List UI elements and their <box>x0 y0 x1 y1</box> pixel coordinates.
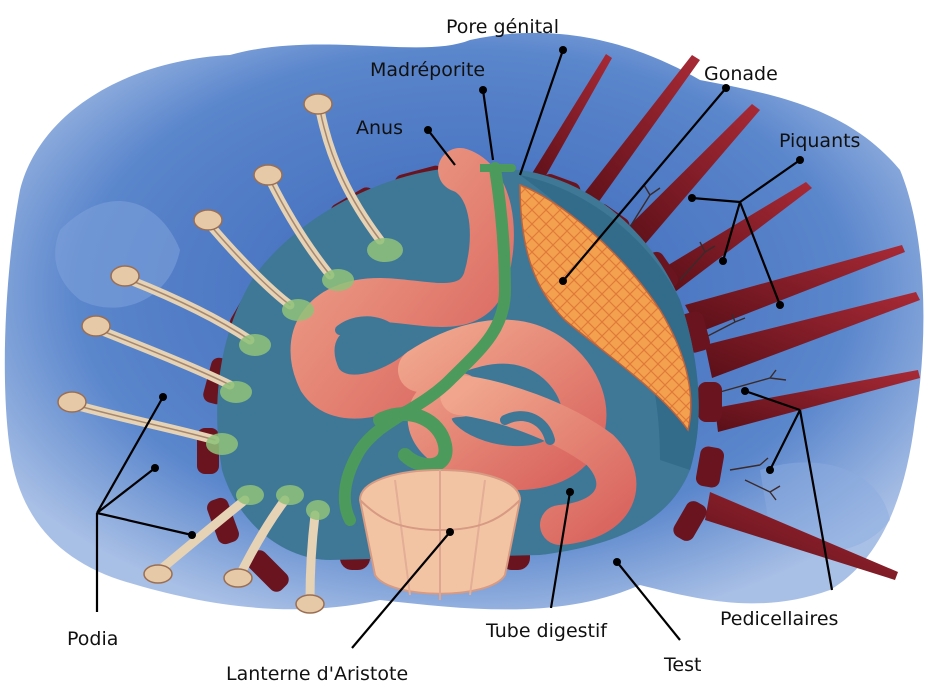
label-podia: Podia <box>67 628 118 650</box>
label-anus: Anus <box>356 117 403 139</box>
label-pedicellaires: Pedicellaires <box>720 608 838 630</box>
label-gonade: Gonade <box>704 63 778 85</box>
aristotle-lantern <box>360 470 520 600</box>
label-piquants: Piquants <box>779 130 860 152</box>
label-madreporite: Madréporite <box>370 59 485 81</box>
label-tube-digestif: Tube digestif <box>485 620 608 642</box>
label-test: Test <box>663 654 701 676</box>
label-pore-genital: Pore génital <box>446 16 559 38</box>
label-lanterne-aristote: Lanterne d'Aristote <box>226 663 408 685</box>
